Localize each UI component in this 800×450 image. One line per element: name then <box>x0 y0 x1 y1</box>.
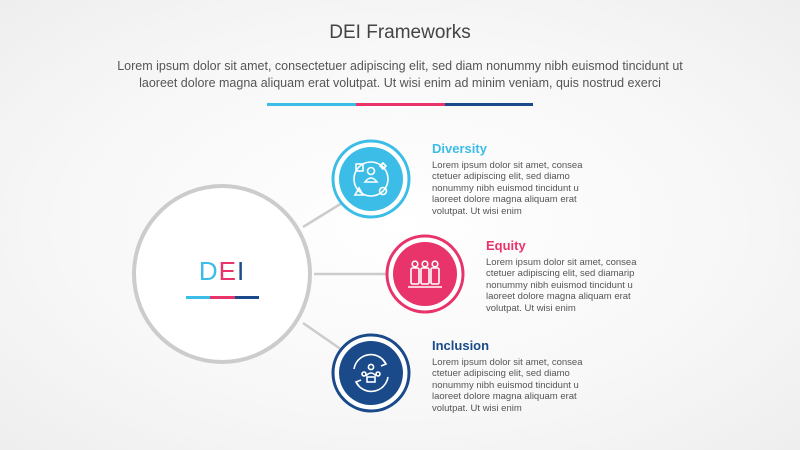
title-rule-equity <box>356 103 445 106</box>
connector-diversity <box>302 201 343 229</box>
center-rule-diversity <box>186 296 210 299</box>
subtitle-line-2: laoreet dolore magna aliquam erat volutp… <box>139 76 661 90</box>
equity-heading: Equity <box>486 238 526 253</box>
center-rule-equity <box>210 296 235 299</box>
inclusion-description: Lorem ipsum dolor sit amet, consea ctetu… <box>432 357 617 414</box>
diversity-line-2: ctetuer adipiscing elit, sed diamo <box>432 171 570 183</box>
center-rule-inclusion <box>235 296 259 299</box>
equity-line-4: laoreet dolore magna aliquam erat <box>486 291 631 303</box>
page-title: DEI Frameworks <box>329 22 471 43</box>
inclusion-people-cycle-icon <box>353 353 389 393</box>
inclusion-line-1: Lorem ipsum dolor sit amet, consea <box>432 357 583 368</box>
inclusion-node <box>331 333 411 413</box>
title-rule-inclusion <box>445 103 533 106</box>
connector-inclusion <box>302 321 343 352</box>
center-letter-i: I <box>236 256 246 286</box>
title-rule-diversity <box>267 103 356 106</box>
center-label: DEI <box>160 256 284 287</box>
diversity-line-4: laoreet dolore magna aliquam erat <box>432 194 577 206</box>
inclusion-line-5: volutpat. Ut wisi enim <box>432 402 522 414</box>
equity-line-5: volutpat. Ut wisi enim <box>486 302 576 314</box>
diversity-line-1: Lorem ipsum dolor sit amet, consea <box>432 160 583 171</box>
inclusion-heading: Inclusion <box>432 338 490 353</box>
equity-node <box>385 234 465 314</box>
inclusion-line-4: laoreet dolore magna aliquam erat <box>432 391 577 403</box>
diversity-line-3: nonummy nibh euismod tincidunt u <box>432 182 579 194</box>
equity-line-2: ctetuer adipiscing elit, sed diamarip <box>486 268 635 280</box>
diversity-line-5: volutpat. Ut wisi enim <box>432 205 522 217</box>
diversity-heading: Diversity <box>432 141 487 156</box>
page-subtitle: Lorem ipsum dolor sit amet, consectetuer… <box>50 58 750 92</box>
equal-people-icon <box>408 260 442 288</box>
inclusion-line-2: ctetuer adipiscing elit, sed diamo <box>432 368 570 380</box>
diversity-description: Lorem ipsum dolor sit amet, consea ctetu… <box>432 160 617 217</box>
diversity-node <box>331 139 411 219</box>
diversity-shapes-icon <box>353 161 389 197</box>
center-letter-e: E <box>218 256 237 286</box>
equity-description: Lorem ipsum dolor sit amet, consea ctetu… <box>486 257 671 314</box>
center-circle <box>132 184 312 364</box>
center-letter-d: D <box>198 256 219 286</box>
equity-line-1: Lorem ipsum dolor sit amet, consea <box>486 257 637 268</box>
inclusion-line-3: nonummy nibh euismod tincidunt u <box>432 379 579 391</box>
subtitle-line-1: Lorem ipsum dolor sit amet, consectetuer… <box>117 59 683 73</box>
equity-line-3: nonummy nibh euismod tincidunt u <box>486 279 633 291</box>
